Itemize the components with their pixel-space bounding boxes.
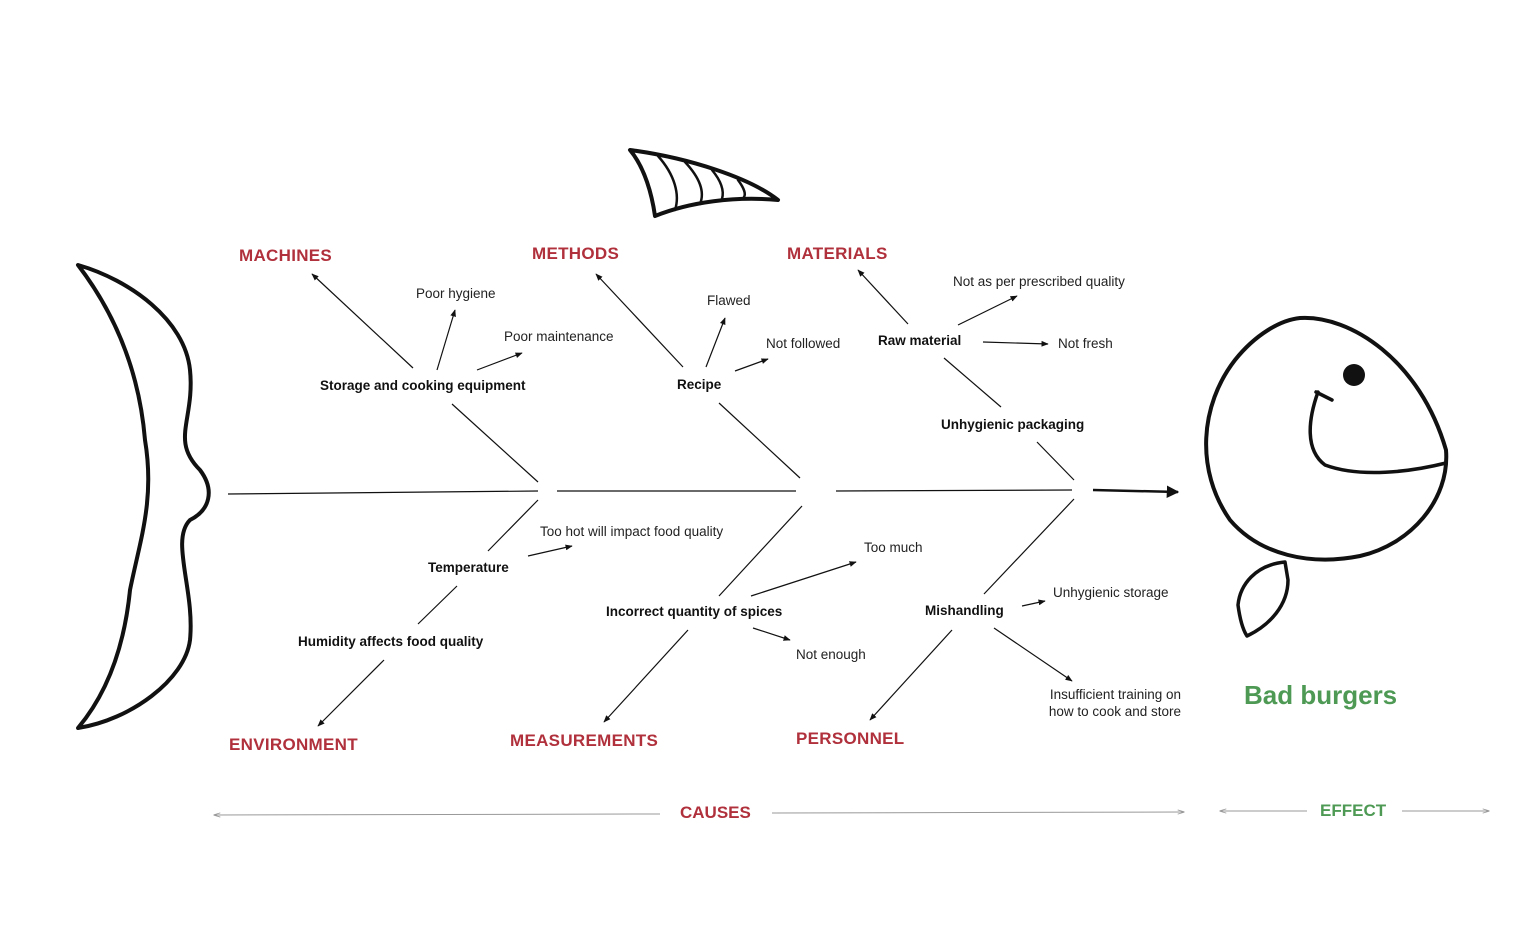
subcause-poor-hygiene: Poor hygiene <box>416 286 496 301</box>
subcause-insufficient-training-line2: how to cook and store <box>1048 704 1181 719</box>
axis-lines <box>214 811 1489 815</box>
fish-head <box>1204 315 1449 638</box>
subcause-not-followed: Not followed <box>766 336 841 351</box>
spine <box>227 489 1073 495</box>
subcause-too-hot: Too hot will impact food quality <box>540 524 724 539</box>
subcause-unhygienic-storage: Unhygienic storage <box>1053 585 1169 600</box>
category-measurements: MEASUREMENTS <box>510 731 659 750</box>
category-methods: METHODS <box>532 244 620 263</box>
subcause-flawed: Flawed <box>707 293 751 308</box>
subcause-insufficient-training: Insufficient training on how to cook and… <box>1028 687 1181 719</box>
subcause-not-prescribed-quality: Not as per prescribed quality <box>953 274 1125 289</box>
fish-tail <box>76 263 211 730</box>
cause-mishandling: Mishandling <box>925 603 1004 618</box>
axis-effect-label: EFFECT <box>1320 801 1387 820</box>
bones <box>311 269 1075 727</box>
subcause-not-fresh: Not fresh <box>1058 336 1113 351</box>
fish-eye <box>1343 364 1365 386</box>
cause-storage-equipment: Storage and cooking equipment <box>320 378 526 393</box>
axis-causes-label: CAUSES <box>680 803 751 822</box>
cause-unhygienic-packaging: Unhygienic packaging <box>941 417 1085 432</box>
cause-incorrect-spices: Incorrect quantity of spices <box>606 604 783 619</box>
cause-temperature: Temperature <box>428 560 509 575</box>
spine-arrow <box>1092 485 1180 498</box>
category-personnel: PERSONNEL <box>796 729 905 748</box>
category-machines: MACHINES <box>239 246 333 265</box>
fish-fin <box>628 148 780 218</box>
category-environment: ENVIRONMENT <box>229 735 358 754</box>
subcause-not-enough: Not enough <box>796 647 866 662</box>
subcause-too-much: Too much <box>864 540 923 555</box>
cause-raw-material: Raw material <box>878 333 962 348</box>
cause-recipe: Recipe <box>677 377 722 392</box>
effect-label: Bad burgers <box>1244 680 1398 710</box>
subcause-insufficient-training-line1: Insufficient training on <box>1049 687 1181 702</box>
subcause-poor-maintenance: Poor maintenance <box>504 329 614 344</box>
category-materials: MATERIALS <box>787 244 888 263</box>
cause-humidity: Humidity affects food quality <box>298 634 484 649</box>
